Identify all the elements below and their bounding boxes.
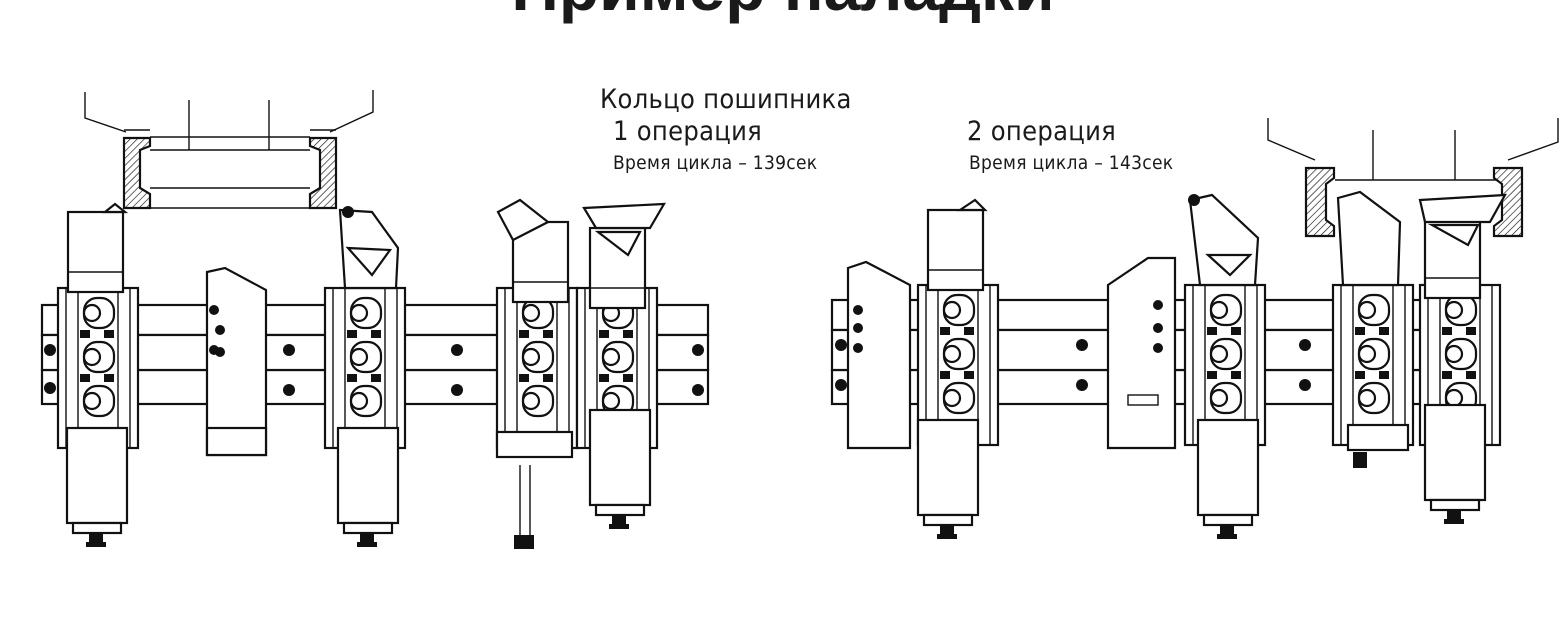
cutting-tool-icon [205, 266, 268, 457]
operation-1-title: 1 операция [613, 116, 763, 147]
bearing-ring-workpiece-icon [122, 129, 338, 210]
operation-2-cycle-time: Время цикла – 143сек [969, 152, 1174, 174]
spindle-1-icon [84, 90, 374, 209]
part-name-label: Кольцо пошипника [600, 84, 852, 115]
operation-1-cycle-time: Время цикла – 139сек [613, 152, 818, 174]
operation-2-setup [830, 118, 1559, 541]
spindle-2-icon [1267, 118, 1559, 181]
operation-1-setup [40, 90, 710, 549]
bearing-ring-workpiece-icon [1304, 166, 1524, 238]
page-title: Пример наладки [0, 0, 1566, 20]
operation-2-title: 2 операция [967, 116, 1117, 147]
